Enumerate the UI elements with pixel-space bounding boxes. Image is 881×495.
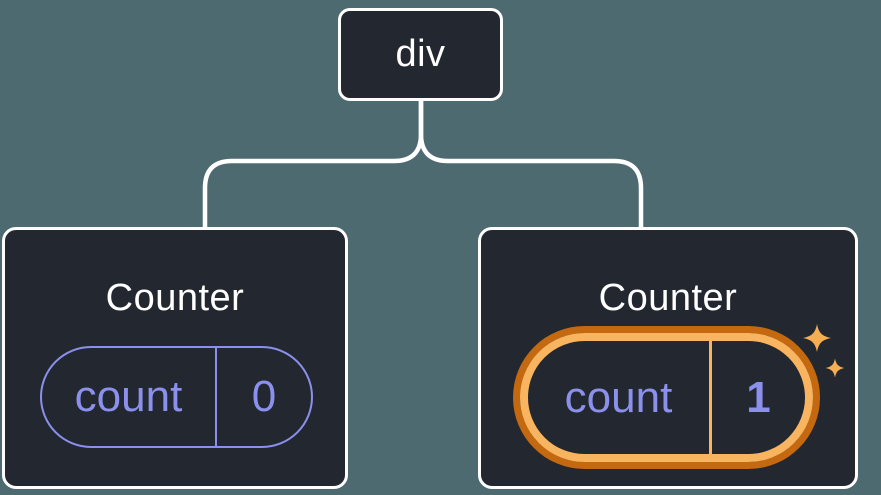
- state-key: count: [564, 372, 673, 422]
- state-pill-count-0: count 0: [40, 346, 313, 448]
- state-value: 0: [215, 348, 311, 446]
- state-value: 1: [709, 341, 805, 454]
- root-node-label: div: [395, 33, 446, 75]
- counter-title: Counter: [105, 277, 245, 319]
- counter-node-left: Counter count 0: [2, 227, 348, 489]
- connector-root-to-right-counter: [418, 98, 644, 230]
- state-pill-count-1-highlighted: count 1: [520, 333, 813, 462]
- root-node-div: div: [338, 8, 503, 101]
- counter-title: Counter: [598, 277, 738, 319]
- state-key: count: [74, 372, 183, 421]
- connector-root-to-left-counter: [202, 98, 424, 230]
- counter-node-right: Counter count 1: [478, 227, 858, 489]
